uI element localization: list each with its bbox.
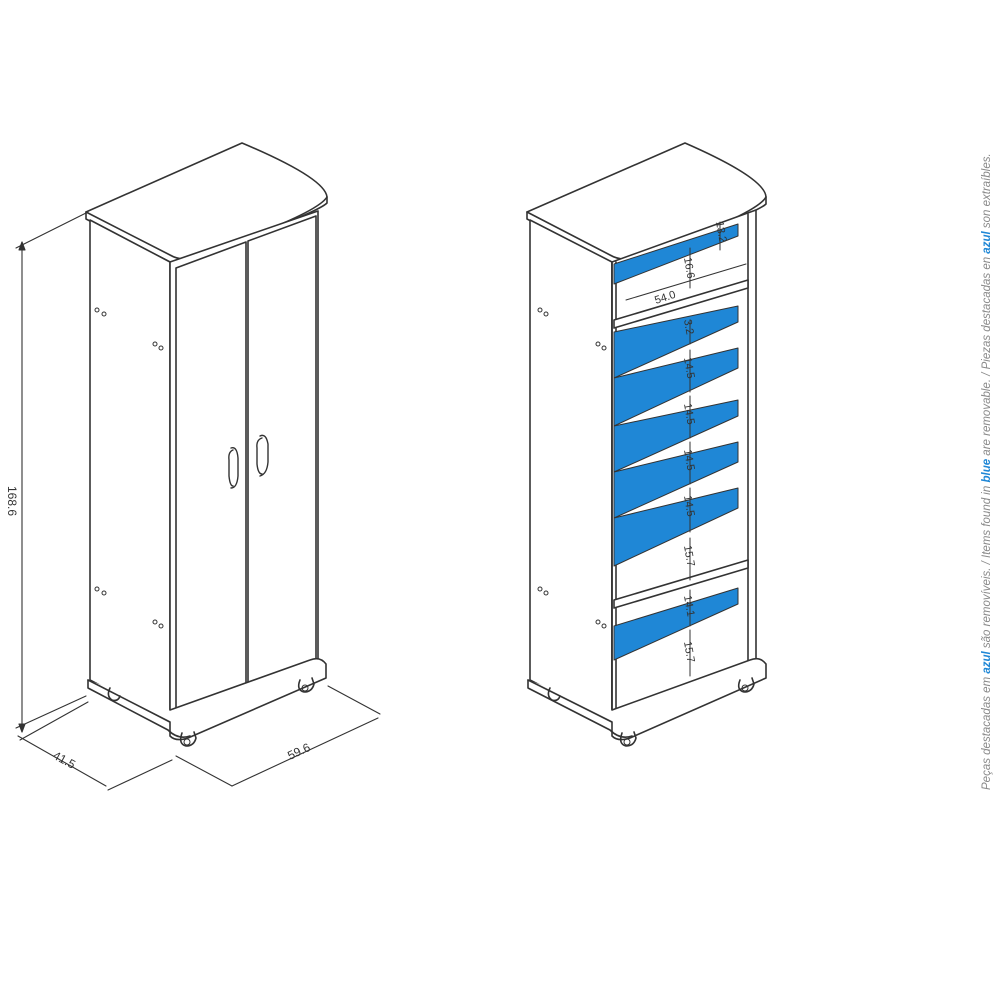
removable-shelf-5 [613, 487, 739, 567]
closed-cabinet [85, 142, 328, 747]
gap-6-label: 15.7 [681, 544, 697, 567]
note-pt-pre: Peças destacadas em [981, 674, 993, 790]
casters [107, 677, 315, 747]
open-cabinet-side [529, 219, 613, 723]
cabinet-base [87, 657, 327, 741]
gap-8-label: 15.7 [681, 640, 697, 663]
right-door-handle [256, 434, 269, 477]
base-bottom-edge [87, 679, 191, 738]
open-cabinet-base [527, 657, 767, 741]
cabinet-front [169, 210, 319, 723]
note-en-color: blue [981, 458, 993, 482]
removable-shelf-1 [613, 305, 739, 379]
fixed-shelf-1 [613, 279, 749, 329]
closed-dimension-lines [15, 211, 381, 791]
note-en-post: are removable. / Piezas destacadas en [981, 254, 993, 459]
note-pt-post: são removíveis. / Items found in [981, 483, 993, 652]
removable-note: Peças destacadas em azul são removíveis.… [981, 153, 993, 790]
gap-7-label: 14.1 [681, 594, 697, 617]
removable-shelf-2 [613, 347, 739, 427]
open-hinge-holes [537, 307, 607, 629]
gap-5-label: 14.5 [681, 494, 697, 517]
top-shelf-gap-label: 13.2 [713, 220, 729, 243]
hinge-holes [94, 307, 164, 629]
open-casters [547, 677, 755, 747]
note-es-post: son extraíbles. [981, 153, 993, 231]
removable-shelves [613, 223, 739, 661]
gap-1-label: 3.2 [681, 318, 695, 335]
left-door-handle [228, 447, 239, 489]
gap-3-label: 14.5 [681, 402, 697, 425]
removable-shelf-3 [613, 399, 739, 473]
gap-2-label: 14.5 [681, 356, 697, 379]
removable-shelf-top [613, 223, 739, 285]
removable-shelf-bottom [613, 587, 739, 661]
compartment-height-label: 16.6 [681, 256, 697, 279]
removable-shelf-4 [613, 441, 739, 519]
gap-4-label: 14.5 [681, 448, 697, 471]
cabinet-side [89, 219, 171, 723]
note-es-color: azul [981, 231, 993, 254]
note-pt-color: azul [981, 650, 993, 673]
height-label: 168.6 [5, 486, 19, 516]
open-labels: 13.2 16.6 54.0 3.2 14.5 14.5 14.5 14.5 1… [653, 220, 728, 663]
fixed-shelf-2 [613, 559, 749, 609]
width-label: 59.6 [285, 740, 312, 763]
open-dimension-lines [625, 221, 747, 677]
